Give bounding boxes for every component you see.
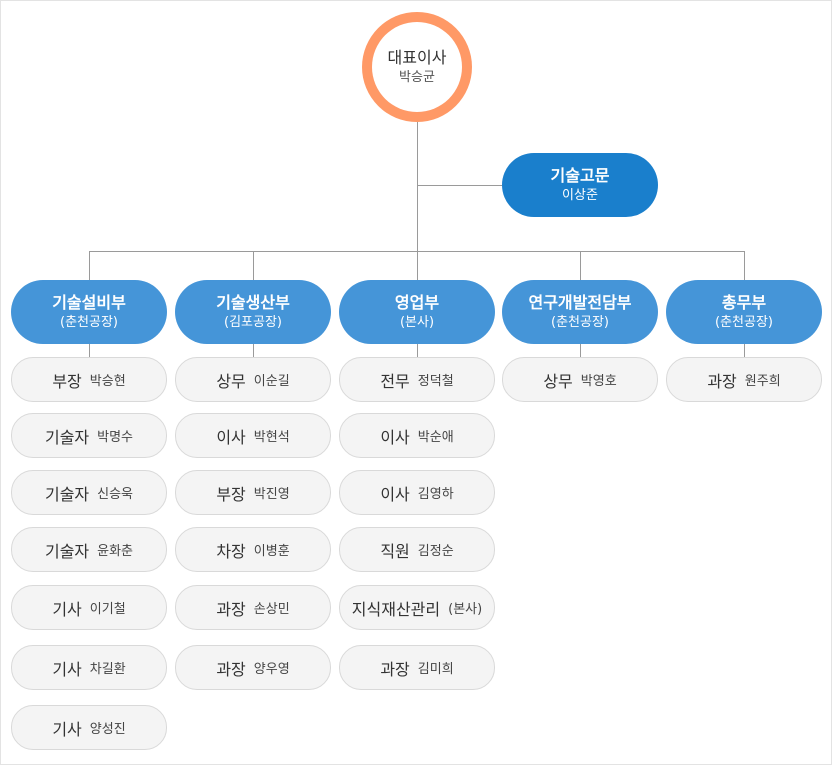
member-name: 정덕철: [417, 374, 454, 389]
member-node: 기술자 윤화춘: [11, 527, 167, 572]
dept-node-general-affairs: 총무부 (춘천공장): [666, 280, 822, 344]
member-role: 부장: [52, 371, 82, 391]
member-node: 기사 양성진: [11, 705, 167, 750]
member-name: 차길환: [89, 662, 126, 677]
member-name: 김미희: [417, 662, 454, 677]
advisor-node: 기술고문 이상준: [502, 153, 658, 217]
member-node: 차장 이병훈: [175, 527, 331, 572]
member-name: 박영호: [580, 374, 617, 389]
member-node: 이사 박현석: [175, 413, 331, 458]
member-role: 기술자: [44, 427, 90, 447]
dept-node-sales: 영업부 (본사): [339, 280, 495, 344]
connector-dept-2: [417, 251, 418, 280]
connector-members-0: [89, 344, 90, 358]
dept-location: (춘천공장): [60, 315, 118, 330]
member-node: 기술자 신승욱: [11, 470, 167, 515]
connector-advisor: [417, 185, 502, 186]
member-role: 과장: [707, 371, 737, 391]
member-node: 부장 박승현: [11, 357, 167, 402]
member-role: 전무: [380, 371, 410, 391]
member-node: 기사 차길환: [11, 645, 167, 690]
member-name: 이기철: [89, 602, 126, 617]
connector-members-2: [417, 344, 418, 358]
member-role: 이사: [380, 427, 410, 447]
member-node: 직원 김정순: [339, 527, 495, 572]
member-name: 김정순: [417, 544, 454, 559]
member-role: 부장: [216, 484, 246, 504]
dept-location: (춘천공장): [715, 315, 773, 330]
member-role: 차장: [216, 541, 246, 561]
member-name: 박현석: [253, 430, 290, 445]
member-node: 이사 박순애: [339, 413, 495, 458]
connector-dept-0: [89, 251, 90, 280]
ceo-node-inner: 대표이사 박승균: [372, 22, 462, 112]
member-role: 기술자: [44, 484, 90, 504]
member-role: 기사: [52, 599, 82, 619]
dept-location: (춘천공장): [551, 315, 609, 330]
dept-name: 기술생산부: [216, 293, 290, 312]
member-name: 박순애: [417, 430, 454, 445]
member-name: 원주희: [744, 374, 781, 389]
dept-node-rnd: 연구개발전담부 (춘천공장): [502, 280, 658, 344]
dept-node-production: 기술생산부 (김포공장): [175, 280, 331, 344]
member-name: 신승욱: [97, 487, 134, 502]
member-name: 이병훈: [253, 544, 290, 559]
member-role: 지식재산관리: [351, 599, 441, 619]
connector-members-4: [744, 344, 745, 358]
member-node: 지식재산관리 (본사): [339, 585, 495, 630]
member-name: (본사): [448, 602, 483, 617]
dept-name: 총무부: [721, 293, 767, 312]
member-node: 과장 양우영: [175, 645, 331, 690]
member-role: 기사: [52, 659, 82, 679]
member-name: 박진영: [253, 487, 290, 502]
member-name: 양성진: [89, 722, 126, 737]
member-node: 상무 박영호: [502, 357, 658, 402]
dept-location: (김포공장): [224, 315, 282, 330]
dept-node-facilities: 기술설비부 (춘천공장): [11, 280, 167, 344]
member-role: 과장: [380, 659, 410, 679]
ceo-node: 대표이사 박승균: [362, 12, 472, 122]
dept-name: 기술설비부: [52, 293, 126, 312]
member-role: 이사: [380, 484, 410, 504]
member-node: 기술자 박명수: [11, 413, 167, 458]
member-node: 과장 김미희: [339, 645, 495, 690]
member-name: 이순길: [253, 374, 290, 389]
dept-location: (본사): [399, 315, 435, 330]
connector-members-1: [253, 344, 254, 358]
member-node: 이사 김영하: [339, 470, 495, 515]
connector-members-3: [580, 344, 581, 358]
dept-name: 영업부: [394, 293, 440, 312]
member-role: 기술자: [44, 541, 90, 561]
connector-dept-3: [580, 251, 581, 280]
member-name: 손상민: [253, 602, 290, 617]
ceo-name: 박승균: [399, 70, 435, 85]
member-name: 박승현: [89, 374, 126, 389]
connector-dept-1: [253, 251, 254, 280]
member-role: 과장: [216, 599, 246, 619]
member-node: 기사 이기철: [11, 585, 167, 630]
member-node: 전무 정덕철: [339, 357, 495, 402]
member-role: 상무: [216, 371, 246, 391]
member-node: 과장 손상민: [175, 585, 331, 630]
member-node: 상무 이순길: [175, 357, 331, 402]
member-name: 윤화춘: [97, 544, 134, 559]
connector-ceo-trunk: [417, 122, 418, 252]
advisor-name: 이상준: [562, 188, 598, 203]
ceo-title: 대표이사: [387, 48, 447, 67]
member-node: 과장 원주희: [666, 357, 822, 402]
member-name: 김영하: [417, 487, 454, 502]
member-role: 직원: [380, 541, 410, 561]
member-role: 기사: [52, 719, 82, 739]
member-name: 박명수: [97, 430, 134, 445]
dept-name: 연구개발전담부: [528, 293, 632, 312]
member-role: 상무: [543, 371, 573, 391]
member-node: 부장 박진영: [175, 470, 331, 515]
advisor-title: 기술고문: [550, 166, 610, 185]
member-name: 양우영: [253, 662, 290, 677]
member-role: 이사: [216, 427, 246, 447]
connector-dept-4: [744, 251, 745, 280]
member-role: 과장: [216, 659, 246, 679]
